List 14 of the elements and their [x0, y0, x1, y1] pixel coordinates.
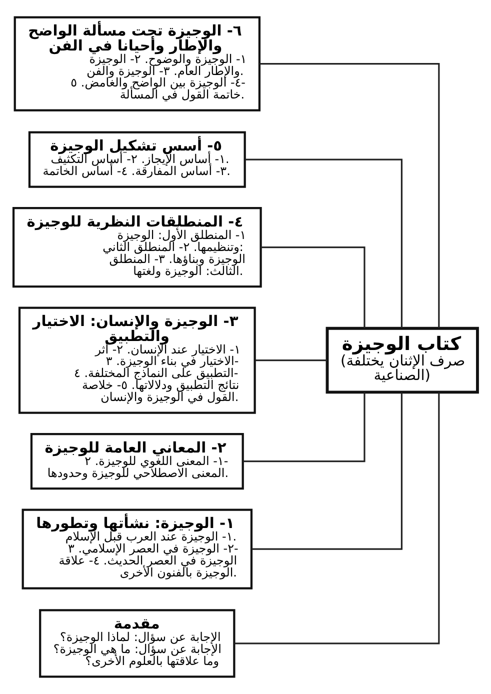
node-box: ٦- الوجيزة تحت مسألة الواضح والإطار وأحيانا في الفن ١- الوجيزة والوضوح. ٢- الوجيزة والإطار العام. ٣- الوجيزة والفن. ٤- الوجيزة بين الواضح والغامض. ٥- خاتمة القول في المسألة.	[14, 16, 261, 112]
connector	[234, 392, 440, 644]
connector	[260, 246, 366, 328]
node-box: ٤- المنطلقات النظرية للوجيزة ١- المنطلق الأول: الوجيزة وتنظيمها. ٢- المنطلق الثاني: الوجيزة وبناؤها. ٣- المنطلق الثالث: الوجيزة ولغتها.	[12, 207, 262, 288]
node-box: ٢- المعاني العامة للوجيزة ١- المعنى اللغوي للوجيزة. ٢- المعنى الاصطلاحي للوجيزة وحدودها.	[30, 433, 244, 490]
connector	[255, 360, 328, 362]
connector	[245, 158, 402, 328]
node-box: مقدمة الإجابة عن سؤال: لماذا الوجيزة؟ الإجابة عن سؤال: ما هي الوجيزة؟ وما علاقتها بالعلوم الأخرى؟	[39, 609, 236, 678]
node-box: ١- الوجيزة: نشأتها وتطورها ١- الوجيزة عند العرب قبل الإسلام. ٢- الوجيزة في العصر الإسلامي. ٣- الوجيزة في العصر الحديث. ٤- علاقة الوجيزة بالفنون الأخرى.	[22, 508, 253, 590]
connector	[252, 392, 402, 550]
node-box: كتاب الوجيزة (صرف الإثنان يختلفة الصناعية)	[326, 326, 479, 394]
connector	[243, 392, 366, 462]
connector	[259, 63, 440, 328]
node-box: ٥- أسس تشكيل الوجيزة ١- أساس الإيجاز. ٢- أساس التكثيف. ٣- أساس المفارقة. ٤- أساس الخاتمة.	[28, 131, 246, 188]
